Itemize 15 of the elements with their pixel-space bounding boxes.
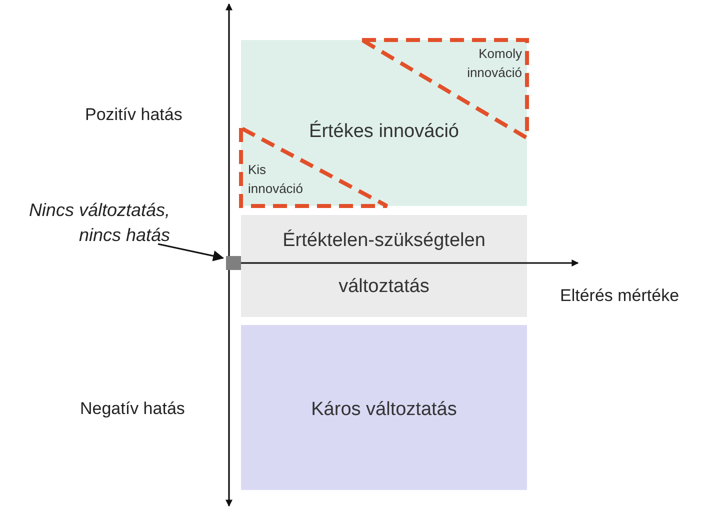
harmful-region [241, 325, 527, 490]
region-label: Értéktelen-szükségtelen [282, 230, 486, 252]
neutral-region [241, 215, 527, 317]
arrow [158, 243, 224, 262]
region-label: Komoly innováció [466, 45, 522, 82]
axis-label: Negatív hatás [80, 399, 185, 419]
region-label: változtatás [338, 276, 430, 298]
value-region [241, 40, 527, 206]
region-label: Káros változtatás [311, 399, 457, 421]
region-label: Kis innováció [248, 161, 304, 198]
axis-label: Eltérés mértéke [560, 286, 680, 306]
annotation-text: Nincs változtatás, nincs hatás [28, 199, 170, 247]
axis-label: Pozitív hatás [85, 105, 182, 125]
origin-marker [226, 256, 241, 270]
region-label: Értékes innováció [309, 121, 459, 143]
